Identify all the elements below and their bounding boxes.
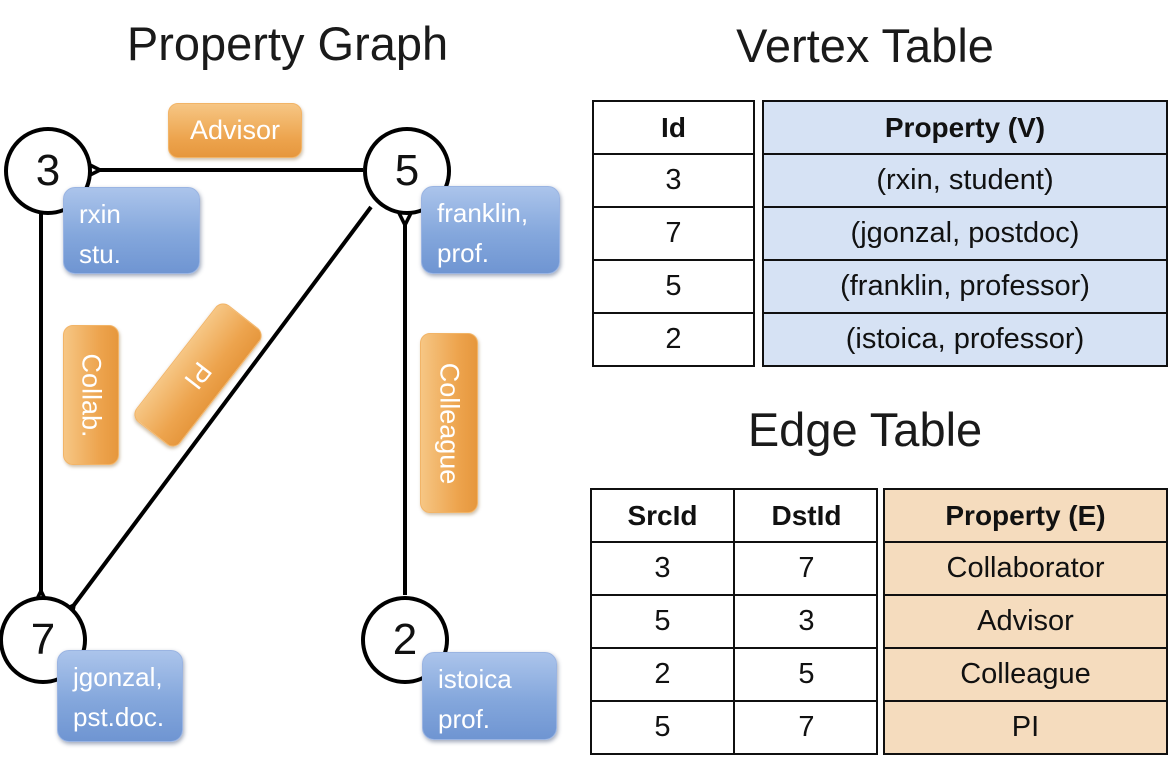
- edge-line-pi-5to7: [74, 205, 373, 605]
- edge-table-src-dst-columns: SrcId DstId 3 7 5 3 2 5 5 7: [590, 488, 878, 755]
- vertex-circle-2: 2: [361, 596, 449, 684]
- vertex-table-id-header: Id: [661, 111, 686, 143]
- vertex-id-3: 3: [35, 146, 61, 195]
- edge-label-collab: Collab.: [63, 325, 119, 465]
- edge-table-src-cell: 5: [592, 594, 733, 647]
- vertex-property-box-2: istoica prof.: [422, 652, 557, 740]
- edge-table-dst-cell: 5: [733, 647, 878, 700]
- vertex-table-id-cell: 5: [594, 259, 753, 312]
- edge-table-property-cell: Collaborator: [885, 541, 1166, 594]
- graph-edges-svg: [0, 0, 580, 760]
- edge-table-title: Edge Table: [747, 403, 983, 456]
- vertex-property-box-3: rxin stu.: [63, 187, 200, 274]
- edge-table-src-cell: 2: [592, 647, 733, 700]
- edge-table-src-header: SrcId: [627, 499, 698, 531]
- vertex-table-property-header: Property (V): [764, 102, 1166, 153]
- edge-table-property-header: Property (E): [885, 490, 1166, 541]
- vertex-id-2: 2: [392, 615, 418, 664]
- edge-label-advisor: Advisor: [168, 103, 302, 158]
- vertex-table-title: Vertex Table: [736, 19, 994, 72]
- vertex-table-id-cell: 3: [594, 153, 753, 206]
- edge-table-dst-header: DstId: [733, 490, 878, 541]
- vertex-table-property-cell: (franklin, professor): [764, 259, 1166, 312]
- vertex-id-7: 7: [30, 615, 56, 664]
- edge-table-property-column: Property (E) Collaborator Advisor Collea…: [883, 488, 1168, 755]
- property-graph-title: Property Graph: [126, 17, 449, 70]
- vertex-table-id-cell: 2: [594, 312, 753, 365]
- vertex-id-5: 5: [394, 146, 420, 195]
- vertex-circle-5: 5: [363, 127, 451, 215]
- edge-table-property-cell: Colleague: [885, 647, 1166, 700]
- edge-table-dst-cell: 3: [733, 594, 878, 647]
- edge-table-dst-cell: 7: [733, 541, 878, 594]
- vertex-table-id-cell: 7: [594, 206, 753, 259]
- vertex-table-property-cell: (rxin, student): [764, 153, 1166, 206]
- vertex-table-property-cell: (istoica, professor): [764, 312, 1166, 365]
- edge-table-property-cell: PI: [885, 700, 1166, 753]
- edge-table-dst-cell: 7: [733, 700, 878, 753]
- vertex-table-id-column: Id 3 7 5 2: [592, 100, 755, 367]
- vertex-property-box-7: jgonzal, pst.doc.: [57, 650, 183, 742]
- edge-label-colleague: Colleague: [420, 333, 478, 513]
- vertex-table-property-column: Property (V) (rxin, student) (jgonzal, p…: [762, 100, 1168, 367]
- edge-table-property-cell: Advisor: [885, 594, 1166, 647]
- vertex-table-property-cell: (jgonzal, postdoc): [764, 206, 1166, 259]
- edge-table-src-cell: 3: [592, 541, 733, 594]
- edge-table-src-cell: 5: [592, 700, 733, 753]
- vertex-property-box-5: franklin, prof.: [421, 186, 560, 274]
